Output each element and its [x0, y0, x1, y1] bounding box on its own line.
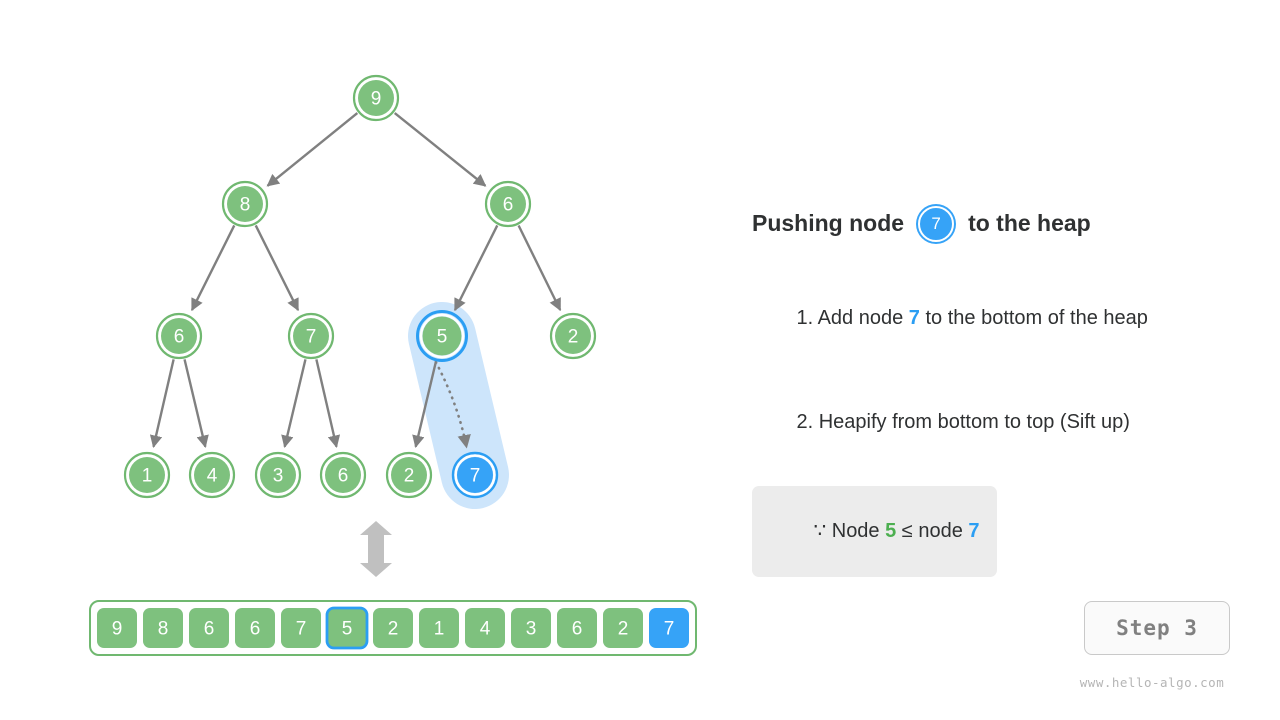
array-cell[interactable]: 1 — [419, 608, 459, 648]
tree-edges — [149, 112, 562, 448]
tree-node[interactable]: 1 — [123, 451, 171, 499]
tree-node-value: 6 — [174, 327, 185, 348]
array-cell-value: 4 — [480, 619, 491, 640]
step-2-text-before: Heapify from bottom to top (Sift up) — [813, 411, 1130, 433]
because-symbol: ∵ — [813, 520, 827, 542]
title-prefix: Pushing node — [752, 210, 905, 237]
title-suffix: to the heap — [968, 210, 1091, 237]
step-2-number: 2. — [796, 411, 814, 433]
array-cell[interactable]: 6 — [235, 608, 275, 648]
tree-edge — [281, 359, 307, 448]
tree-node-value: 6 — [503, 195, 514, 216]
array-cell[interactable]: 7 — [649, 608, 689, 648]
watermark-text: www.hello-algo.com — [1079, 675, 1225, 690]
step-list: 1. Add node 7 to the bottom of the heap … — [752, 278, 1222, 577]
step-1-highlight: 7 — [908, 307, 920, 329]
step-1-number: 1. — [796, 307, 814, 329]
array-cell[interactable]: 7 — [281, 608, 321, 648]
tree-node[interactable]: 3 — [254, 451, 302, 499]
reason-green-value: 5 — [885, 520, 897, 542]
tree-node-value: 7 — [470, 466, 481, 487]
tree-node[interactable]: 6 — [319, 451, 367, 499]
array-cell-value: 6 — [250, 619, 261, 640]
tree-edge — [315, 359, 341, 448]
site-watermark: www.hello-algo.com — [1072, 675, 1232, 690]
array-cell-value: 2 — [618, 619, 629, 640]
step-item-1: 1. Add node 7 to the bottom of the heap — [752, 278, 1222, 359]
reason-mid: ≤ node — [896, 520, 969, 542]
explanation-panel: Pushing node 7 to the heap 1. Add node 7… — [752, 206, 1222, 577]
array-cell-value: 7 — [296, 619, 307, 640]
array-cell[interactable]: 6 — [557, 608, 597, 648]
array-cell[interactable]: 3 — [511, 608, 551, 648]
array-cell[interactable]: 8 — [143, 608, 183, 648]
array-cell[interactable]: 6 — [189, 608, 229, 648]
array-cell[interactable]: 2 — [603, 608, 643, 648]
reason-blue-value: 7 — [968, 520, 980, 542]
array-cell[interactable]: 4 — [465, 608, 505, 648]
tree-node-value: 2 — [404, 466, 415, 487]
tree-edge — [190, 224, 236, 312]
tree-node[interactable]: 5 — [416, 310, 468, 362]
tree-node[interactable]: 2 — [549, 312, 597, 360]
tree-edge — [393, 112, 487, 187]
heap-array: 9 8 6 6 7 5 2 1 4 3 6 2 7 — [89, 600, 697, 656]
tree-node[interactable]: 8 — [221, 180, 269, 228]
tree-node[interactable]: 9 — [352, 74, 400, 122]
array-cell-value: 2 — [388, 619, 399, 640]
tree-node-value: 6 — [338, 466, 349, 487]
sift-up-dotted-arrow — [434, 360, 471, 449]
array-cell[interactable]: 9 — [97, 608, 137, 648]
tree-edge — [453, 224, 499, 312]
page-title: Pushing node 7 to the heap — [752, 206, 1222, 242]
tree-node[interactable]: 4 — [188, 451, 236, 499]
array-cell-value: 8 — [158, 619, 169, 640]
step-1-text-before: Add node — [813, 307, 909, 329]
array-cell-value: 6 — [572, 619, 583, 640]
tree-edge — [183, 359, 209, 448]
array-cell[interactable]: 5 — [325, 606, 369, 650]
sift-up-arrow — [434, 360, 471, 449]
tree-node-value: 4 — [207, 466, 218, 487]
reason-callout: ∵ Node 5 ≤ node 7 — [752, 486, 997, 577]
tree-edge — [149, 359, 175, 448]
tree-node-value: 8 — [240, 195, 251, 216]
tree-node[interactable]: 7 — [451, 451, 499, 499]
tree-node[interactable]: 7 — [287, 312, 335, 360]
array-cell-value: 9 — [112, 619, 123, 640]
step-item-2: 2. Heapify from bottom to top (Sift up) — [752, 382, 1222, 463]
tree-edge — [517, 225, 562, 312]
tree-node-value: 9 — [371, 89, 382, 110]
tree-node-value: 3 — [273, 466, 284, 487]
tree-array-sync-arrow — [360, 521, 392, 577]
tree-node-value: 5 — [437, 327, 448, 348]
step-1-text-after: to the bottom of the heap — [919, 307, 1148, 329]
title-node-badge: 7 — [918, 206, 955, 242]
step-badge-label: Step 3 — [1116, 616, 1198, 640]
array-cell[interactable]: 2 — [373, 608, 413, 648]
reason-pre: Node — [826, 520, 886, 542]
array-container — [89, 600, 697, 656]
array-cell-value: 5 — [342, 619, 353, 640]
array-cell-value: 3 — [526, 619, 537, 640]
tree-edge — [254, 224, 300, 312]
tree-node-value: 2 — [568, 327, 579, 348]
tree-node[interactable]: 6 — [155, 312, 203, 360]
step-badge: Step 3 — [1084, 601, 1230, 655]
tree-node-value: 1 — [142, 466, 153, 487]
tree-edge — [412, 359, 438, 448]
array-cell-value: 7 — [664, 619, 675, 640]
sync-double-arrow-icon — [360, 521, 392, 577]
array-cell-value: 6 — [204, 619, 215, 640]
tree-node-value: 7 — [306, 327, 317, 348]
array-cell-value: 1 — [434, 619, 445, 640]
tree-node[interactable]: 6 — [484, 180, 532, 228]
tree-edge — [266, 112, 359, 187]
tree-nodes: 9 8 6 6 7 5 2 1 4 3 6 2 7 — [123, 74, 597, 499]
tree-node[interactable]: 2 — [385, 451, 433, 499]
